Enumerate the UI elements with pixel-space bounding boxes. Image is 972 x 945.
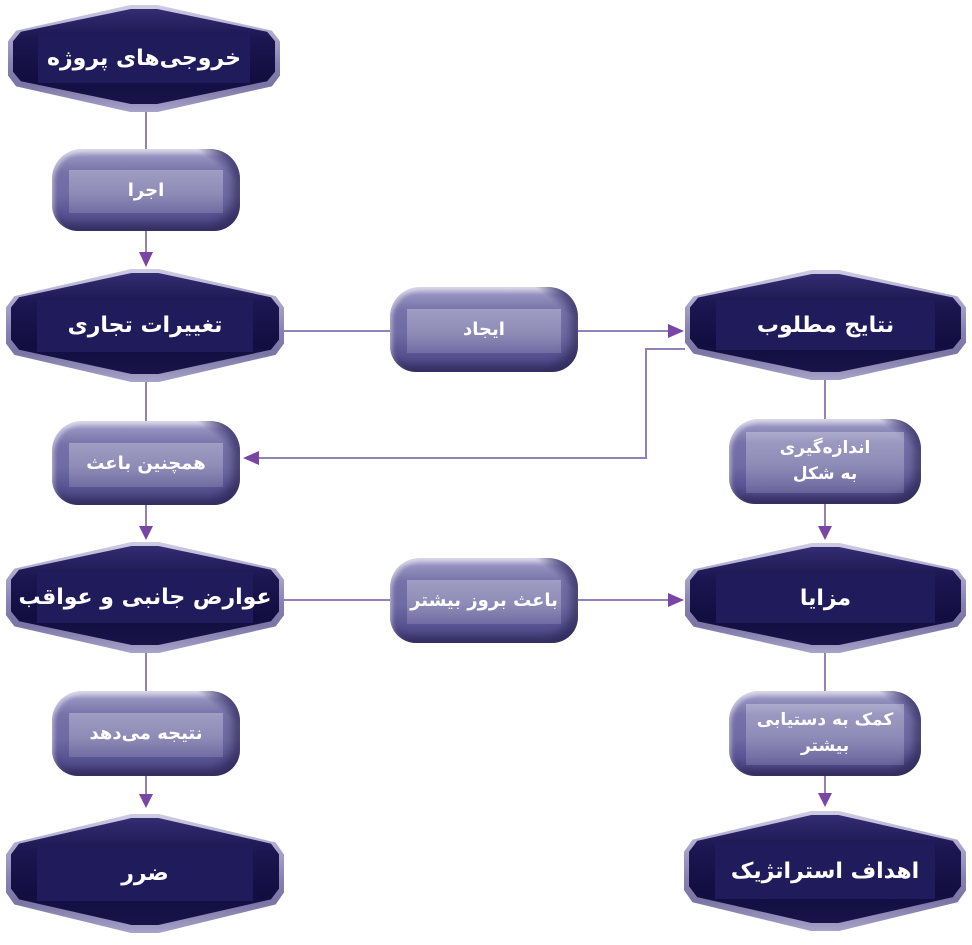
node-label: کمک به دستیابی بیشتر	[756, 710, 894, 756]
node-also-causes: همچنین باعث	[52, 421, 240, 505]
label-highlight	[715, 572, 936, 624]
node-label: تغییرات تجاری	[67, 313, 223, 338]
node-project-outputs: خروجی‌های پروژه	[8, 5, 280, 112]
node-execution: اجرا	[52, 149, 240, 231]
label-highlight	[406, 580, 562, 625]
node-label: اندازه‌گیری به شکل	[779, 438, 871, 484]
node-desired-results: نتایج مطلوب	[685, 270, 966, 380]
node-label: نتیجه می‌دهد	[89, 723, 203, 744]
arrowhead-into-desired	[668, 324, 684, 338]
arrowhead-execution-down	[139, 252, 153, 267]
node-create: ایجاد	[390, 287, 578, 372]
label-highlight	[36, 299, 254, 352]
node-benefits: مزایا	[685, 543, 966, 653]
arrowhead-alsocauses-down	[139, 526, 153, 540]
node-label: مزایا	[799, 585, 852, 611]
node-label: اجرا	[127, 179, 165, 201]
node-causes-more: باعث بروز بیشتر	[390, 558, 578, 643]
arrowhead-measurement-down	[818, 526, 832, 540]
node-label: همچنین باعث	[86, 452, 206, 474]
label-highlight	[746, 431, 904, 493]
edge-feedback-desired-to-alsocauses	[259, 348, 685, 459]
label-highlight	[715, 843, 935, 899]
arrowhead-helpachieve-down	[818, 793, 832, 807]
label-highlight	[746, 703, 904, 765]
label-highlight	[36, 571, 254, 624]
arrowhead-into-alsocauses	[243, 451, 259, 465]
node-label: ایجاد	[463, 319, 505, 340]
label-highlight	[715, 299, 936, 351]
node-loss: ضرر	[6, 814, 284, 933]
node-label: عوارض جانبی و عواقب	[18, 585, 272, 610]
node-label: نتایج مطلوب	[756, 312, 895, 338]
node-help-achieve: کمک به دستیابی بیشتر	[729, 691, 921, 776]
label-highlight	[37, 33, 251, 84]
node-business-changes: تغییرات تجاری	[6, 269, 284, 382]
label-highlight	[68, 170, 224, 213]
arrowhead-resultsin-down	[139, 794, 153, 808]
node-label: خروجی‌های پروژه	[47, 46, 241, 71]
label-highlight	[36, 846, 254, 901]
node-measurement: اندازه‌گیری به شکل	[729, 419, 921, 504]
node-label: باعث بروز بیشتر	[410, 590, 558, 611]
node-label: اهداف استراتژیک	[730, 858, 920, 884]
label-highlight	[68, 442, 224, 487]
arrowhead-into-benefits	[668, 593, 684, 607]
label-highlight	[68, 713, 224, 758]
node-results-in: نتیجه می‌دهد	[52, 691, 240, 776]
node-side-effects: عوارض جانبی و عواقب	[6, 542, 284, 653]
node-label: ضرر	[121, 861, 169, 886]
node-strategic-goals: اهداف استراتژیک	[684, 811, 966, 931]
label-highlight	[406, 309, 562, 354]
